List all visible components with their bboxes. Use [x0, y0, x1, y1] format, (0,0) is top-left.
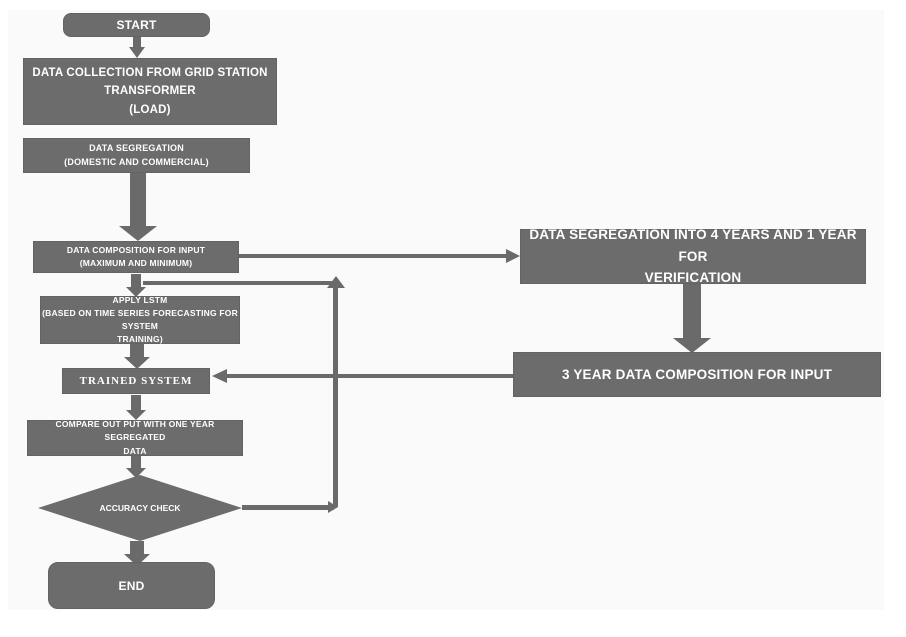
node-label: (LOAD)	[129, 103, 171, 116]
flowchart-node-apply-lstm: APPLY LSTM (BASED ON TIME SERIES FORECAS…	[40, 294, 240, 345]
node-label: COMPARE OUT PUT WITH ONE YEAR SEGREGATED	[55, 419, 215, 443]
connector-trained-compare	[131, 395, 141, 410]
connector-feedback-vertical	[333, 288, 338, 507]
arrowhead-down-icon	[126, 468, 146, 478]
node-label: (BASED ON TIME SERIES FORECASTING FOR SY…	[42, 307, 238, 331]
connector-accuracy-end	[130, 541, 144, 554]
node-label: START	[116, 18, 157, 32]
node-label: DATA SEGREGATION INTO 4 YEARS AND 1 YEAR…	[529, 227, 857, 264]
arrowhead-down-icon	[119, 226, 157, 241]
arrowhead-right-icon	[506, 249, 520, 263]
connector-accuracy-feedback	[242, 505, 334, 510]
node-label: DATA	[123, 445, 147, 456]
flowchart-node-data-segregation: DATA SEGREGATION (DOMESTIC AND COMMERCIA…	[23, 138, 250, 173]
flowchart-node-trained-system: TRAINED SYSTEM	[62, 368, 210, 394]
connector-composition-lstm	[131, 274, 141, 287]
flowchart-node-end: END	[48, 562, 215, 609]
node-label: TRAINED SYSTEM	[79, 375, 193, 387]
node-label: DATA SEGREGATION	[89, 143, 184, 153]
arrowhead-down-icon	[126, 410, 146, 420]
arrowhead-down-icon	[124, 357, 150, 369]
arrowhead-down-icon	[129, 47, 145, 58]
node-label: DATA COMPOSITION FOR INPUT	[66, 245, 206, 256]
node-label: ACCURACY CHECK	[99, 503, 181, 513]
arrowhead-down-icon	[126, 287, 146, 297]
node-label: DATA COLLECTION FROM GRID STATION	[32, 66, 268, 79]
connector-seg4years-threeyear	[683, 284, 701, 338]
flowchart-node-data-composition: DATA COMPOSITION FOR INPUT (MAXIMUM AND …	[33, 241, 239, 273]
connector-compare-accuracy	[131, 456, 141, 468]
flowchart-node-segregation-4-years: DATA SEGREGATION INTO 4 YEARS AND 1 YEAR…	[520, 227, 866, 285]
flowchart-node-data-collection: DATA COLLECTION FROM GRID STATION TRANSF…	[23, 58, 277, 125]
node-label: TRANSFORMER	[104, 85, 196, 98]
flowchart-node-start: START	[63, 13, 210, 37]
connector-feedback-top	[143, 281, 333, 285]
connector-composition-seg4years	[239, 254, 506, 258]
arrowhead-down-icon	[673, 338, 711, 353]
node-label: END	[118, 578, 145, 593]
connector-start-collection	[133, 37, 141, 47]
node-label: APPLY LSTM	[112, 294, 168, 305]
node-label: VERIFICATION	[644, 270, 742, 286]
arrowhead-right-icon	[328, 501, 338, 513]
arrowhead-left-icon	[212, 369, 227, 383]
connector-threeyear-trained	[227, 374, 513, 378]
node-label: (MAXIMUM AND MINIMUM)	[79, 258, 193, 268]
node-label: (DOMESTIC AND COMMERCIAL)	[64, 156, 209, 167]
node-label: TRAINING)	[117, 334, 163, 345]
flowchart-node-three-year-composition: 3 YEAR DATA COMPOSITION FOR INPUT	[513, 352, 881, 397]
flowchart-node-compare-output: COMPARE OUT PUT WITH ONE YEAR SEGREGATED…	[27, 419, 243, 456]
node-label: 3 YEAR DATA COMPOSITION FOR INPUT	[561, 367, 833, 382]
connector-segregation-composition	[130, 173, 146, 226]
arrowhead-up-icon	[327, 276, 345, 288]
connector-lstm-trained	[130, 344, 144, 357]
